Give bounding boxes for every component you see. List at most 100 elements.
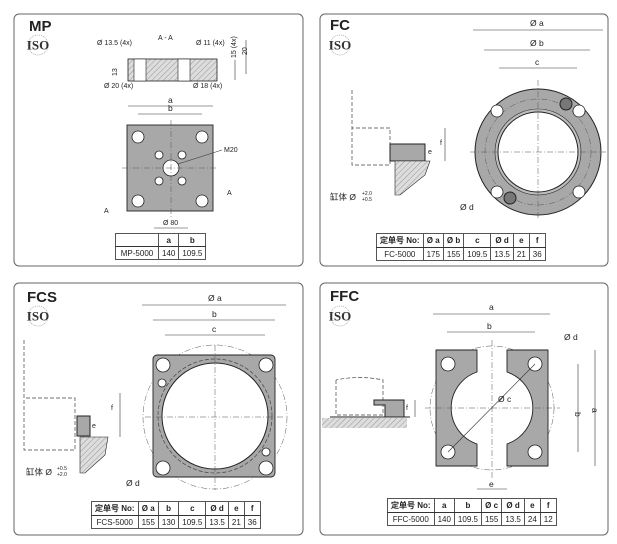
table-cell: c	[463, 233, 492, 248]
table-cell: 21	[512, 247, 530, 261]
table-cell: a	[433, 498, 455, 513]
dimension-label: Ø c	[498, 394, 512, 404]
panel-fcs	[13, 282, 304, 536]
dimension-label: b	[487, 321, 492, 331]
dimension-label: a	[489, 302, 494, 312]
mp-title: MP	[29, 18, 52, 35]
table-cell: 155	[480, 512, 503, 526]
table-cell: FFC-5000	[387, 512, 435, 526]
dimension-label: e	[428, 149, 432, 156]
dimension-label: f	[111, 405, 113, 412]
table-cell: f	[243, 501, 261, 516]
table-cell: 13.5	[501, 512, 525, 526]
table-cell: Ø c	[480, 498, 503, 513]
table-cell: b	[178, 233, 207, 247]
dimension-label: Ø 11 (4x)	[196, 40, 225, 47]
table-cell: 109.5	[178, 515, 207, 529]
dimension-label: c	[212, 324, 217, 334]
table-cell: 13.5	[205, 515, 229, 529]
table-cell: b	[453, 498, 482, 513]
table-cell: f	[539, 498, 557, 513]
table-cell: MP-5000	[115, 246, 159, 260]
dimension-label: FFC	[330, 288, 359, 305]
mp-drawing: MP A - A Ø 13.5 (4x) Ø 11 (4x) 15 (4x) 2…	[26, 18, 249, 229]
dimension-label: a	[590, 408, 600, 413]
table-cell: Ø d	[490, 233, 514, 248]
table-cell: 175	[422, 247, 444, 261]
dimension-label: Ø 18 (4x)	[193, 83, 222, 90]
table-cell: FCS-5000	[91, 515, 139, 529]
table-cell: 24	[523, 512, 541, 526]
table-cell: 定单号 No:	[91, 501, 139, 516]
dimension-label: Ø 20 (4x)	[104, 83, 133, 90]
table-cell: e	[227, 501, 245, 516]
table-cell: 155	[137, 515, 159, 529]
table-cell: 140	[157, 246, 180, 260]
dimension-label: e	[92, 423, 96, 430]
fcs-drawing: FCS Ø a b c Ø d f e 缸体 Ø +0.5 +2.0	[23, 289, 288, 490]
table-cell: e	[523, 498, 541, 513]
table-cell: 130	[157, 515, 180, 529]
table-cell: 109.5	[453, 512, 482, 526]
dimension-label: +0.5	[57, 466, 67, 472]
fc-drawing: FC Ø a Ø b c Ø d f e 缸体 Ø +2.0 +0.5	[328, 17, 606, 220]
dimension-label: 20	[242, 47, 249, 55]
table-cell: 155	[442, 247, 465, 261]
table-cell: Ø a	[422, 233, 444, 248]
table-cell: Ø b	[442, 233, 465, 248]
table-cell: 140	[433, 512, 455, 526]
dimension-label: Ø d	[126, 478, 140, 488]
dimension-label: A - A	[158, 35, 173, 42]
panel-ffc	[319, 282, 609, 536]
table-cell: b	[157, 501, 180, 516]
dimension-label: 13	[112, 68, 119, 76]
table-cell: e	[512, 233, 530, 248]
dimension-label: Ø a	[530, 18, 544, 28]
dimension-label: b	[573, 412, 583, 417]
table-cell: 109.5	[463, 247, 492, 261]
table-cell: a	[157, 233, 180, 247]
table-cell: Ø d	[205, 501, 229, 516]
table-cell: 36	[528, 247, 546, 261]
dimension-label: f	[440, 140, 442, 147]
table-cell: Ø d	[501, 498, 525, 513]
dimension-label: Ø b	[530, 38, 544, 48]
table-cell: c	[178, 501, 207, 516]
table-cell: FC-5000	[376, 247, 424, 261]
dimension-label: c	[535, 57, 540, 67]
table-cell: f	[528, 233, 546, 248]
dimension-label: 15 (4x)	[231, 36, 238, 58]
table-cell: 36	[243, 515, 261, 529]
dimension-label: FC	[330, 17, 350, 34]
panel-mp	[13, 13, 304, 267]
dimension-label: A	[227, 190, 232, 197]
dimension-label: A	[104, 208, 109, 215]
table-cell: 109.5	[178, 246, 207, 260]
table-cell: 定单号 No:	[387, 498, 435, 513]
panel-fc	[319, 13, 609, 267]
table-cell: 21	[227, 515, 245, 529]
ffc-drawing: FFC a b Ø d Ø c b a e f	[322, 288, 600, 490]
dimension-label: b	[212, 309, 217, 319]
dimension-label: e	[489, 479, 494, 489]
dimension-label: Ø 13.5 (4x)	[97, 40, 132, 47]
dimension-label: f	[406, 405, 408, 412]
iso-logo	[26, 34, 50, 56]
dimension-label: 缸体 Ø	[330, 192, 356, 202]
dimension-label: Ø d	[564, 332, 578, 342]
dimension-label: +2.0	[57, 472, 67, 478]
dimension-label: M20	[224, 147, 238, 154]
dimension-label: +0.5	[362, 197, 372, 203]
dimension-label: Ø a	[208, 293, 222, 303]
dimension-label: Ø d	[460, 202, 474, 212]
table-cell: 12	[539, 512, 557, 526]
